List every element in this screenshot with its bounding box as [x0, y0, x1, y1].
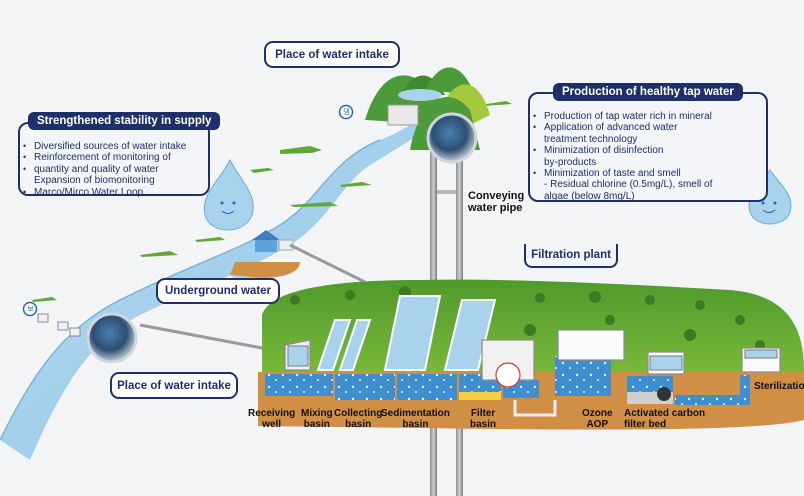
stability-item: quantity and quality of water [23, 164, 208, 176]
stability-item: Marco/Mirco Water Loop [23, 187, 208, 199]
callout-underground-water: Underground water [156, 278, 280, 304]
stage-line2: basin [402, 419, 429, 430]
callout-intake-bottom: Place of water intake [110, 372, 238, 399]
healthy-water-item: Application of advanced water [533, 122, 766, 134]
river-edge [0, 139, 381, 441]
stage-line1: Ozone [582, 408, 613, 419]
grass-tufts [32, 101, 512, 302]
stability-box-title: Strengthened stability in supply [28, 112, 221, 130]
pipe-label-line1: Conveying [468, 190, 525, 202]
healthy-water-item: - Residual chlorine (0.5mg/L), smell of [544, 179, 713, 191]
weir-badge [22, 301, 38, 317]
stage-line1: Filter [470, 408, 496, 419]
pipe-label-line2: water pipe [468, 202, 523, 214]
stability-item: Diversified sources of water intake [23, 141, 208, 153]
monitoring-lens-top [426, 112, 478, 164]
stage-line1: Sterilization [754, 381, 804, 392]
conveying-pipe-label: Conveying water pipe [468, 190, 524, 214]
stage-line1: Mixing [301, 408, 333, 419]
weir-structures [37, 313, 81, 337]
stage-line2: basin [345, 419, 372, 430]
dam-badge [338, 104, 354, 120]
healthy-water-item: algae (below 8mg/L) [544, 190, 635, 202]
healthy-water-list: Production of tap water rich in mineral … [530, 111, 766, 202]
stage-line1: Collecting [334, 408, 383, 419]
stage-line2: well [262, 419, 282, 430]
stage-line1: Receiving [248, 408, 296, 419]
treatment-tanks [265, 356, 750, 417]
healthy-water-item: treatment technology [544, 133, 638, 145]
stability-item: Reinforcement of monitoring of [23, 152, 208, 164]
monitoring-lens-bottom [86, 312, 138, 364]
dam-badge-text: 댐 [343, 108, 350, 116]
stage-line2: basin [470, 419, 497, 430]
healthy-water-item: Minimization of disinfection [533, 145, 766, 157]
callout-intake-top: Place of water intake [264, 41, 400, 68]
plant-structures [284, 295, 781, 388]
stage-line2: filter bed [624, 419, 667, 430]
healthy-water-box: Production of tap water rich in mineral … [528, 92, 768, 202]
connector-lines [139, 243, 366, 350]
stability-list: Diversified sources of water intake Rein… [20, 141, 208, 198]
stage-line2: AOP [586, 419, 609, 430]
weir-badge-text: 보 [27, 305, 34, 313]
healthy-water-item: Minimization of taste and smell [533, 168, 766, 180]
stage-line1: Sedimentation [381, 408, 450, 419]
healthy-water-box-title: Production of healthy tap water [553, 83, 743, 101]
healthy-water-item: by-products [544, 156, 597, 168]
callout-filtration-plant: Filtration plant [524, 244, 618, 268]
stage-label-sterilization: Sterilization [754, 381, 804, 392]
stage-line1: Activated carbon [624, 408, 706, 419]
stability-box: Diversified sources of water intake Rein… [18, 122, 210, 198]
healthy-water-item: Production of tap water rich in mineral [533, 111, 766, 123]
stability-item: Expansion of biomonitoring [34, 175, 155, 187]
stage-line2: basin [303, 419, 330, 430]
mascot-left [203, 158, 254, 231]
